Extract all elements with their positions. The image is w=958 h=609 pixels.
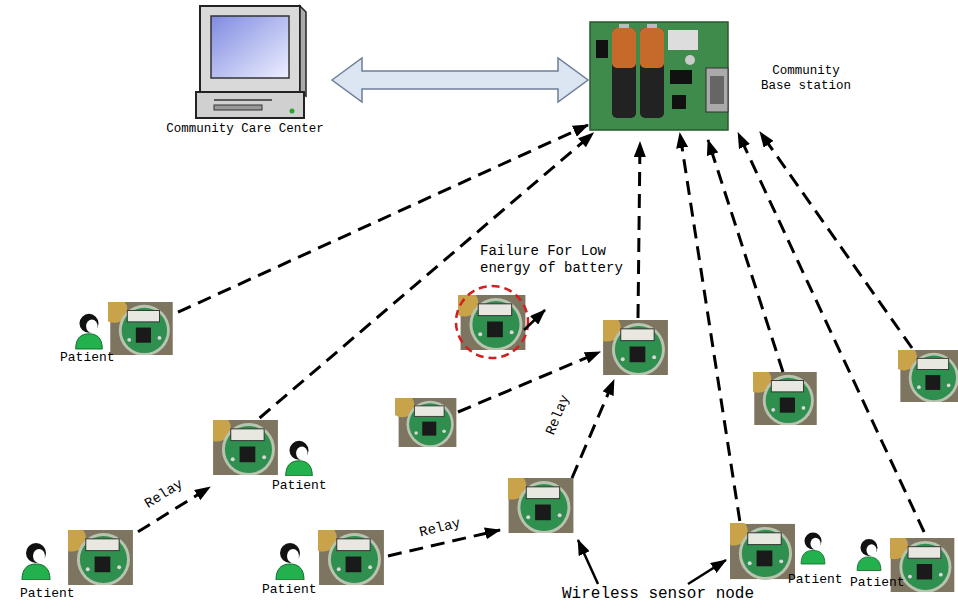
battery-top xyxy=(640,28,664,68)
sensor-node xyxy=(58,524,133,586)
node-text: Patient xyxy=(60,350,115,366)
patient-figure xyxy=(276,543,304,580)
sensor-node xyxy=(101,296,173,356)
patient-node: Patient xyxy=(210,418,334,496)
sensor-node xyxy=(593,314,668,376)
sensor-node xyxy=(745,366,817,426)
sensor-node xyxy=(720,518,795,580)
patient-figure xyxy=(76,314,103,349)
leader-lines xyxy=(524,310,726,584)
power-light xyxy=(290,109,295,114)
patient-node: Patient xyxy=(258,528,388,600)
data-link-arrow xyxy=(332,58,588,102)
drive-slot xyxy=(214,99,272,101)
sensor-node xyxy=(309,524,384,586)
node-text: Patient xyxy=(850,575,905,591)
battery xyxy=(640,28,664,118)
leader-line xyxy=(688,560,726,584)
chip xyxy=(596,40,608,58)
patient-figure xyxy=(286,441,313,476)
radio-links xyxy=(388,132,912,556)
sensor-node xyxy=(891,344,958,403)
relay-label: Relay xyxy=(141,475,189,514)
care-center-node: Community Care Center xyxy=(160,2,332,142)
failure-note: Failure For Low energy of battery xyxy=(480,243,630,277)
node-text: Patient xyxy=(262,582,317,598)
monitor xyxy=(200,6,300,92)
patient-node: Patient xyxy=(728,521,846,590)
node-text: Community Base station xyxy=(758,64,854,94)
patient-figure xyxy=(22,543,50,580)
sensor-node xyxy=(203,414,278,476)
patient-node: Patient xyxy=(58,300,178,368)
chip xyxy=(672,95,686,109)
failure-circle xyxy=(456,286,528,358)
computer-icon xyxy=(196,6,306,118)
radio-link xyxy=(458,352,600,412)
radio-link xyxy=(178,125,588,312)
node-text: Patient xyxy=(272,478,327,494)
radio-link xyxy=(638,142,640,318)
pcb xyxy=(590,22,728,130)
sensor-nodes xyxy=(58,289,958,593)
relay-link xyxy=(572,380,614,478)
sensor-node xyxy=(499,472,574,534)
relay-label: Relay xyxy=(542,391,575,440)
monitor-side xyxy=(300,6,306,96)
sensor-node xyxy=(390,393,457,448)
node-text: Patient xyxy=(20,586,75,602)
base-station-board xyxy=(590,22,728,130)
crystal xyxy=(685,55,695,65)
patient-figure xyxy=(857,539,881,570)
patient-node: Patient xyxy=(842,532,956,596)
board-label xyxy=(668,30,698,50)
patient-figures xyxy=(22,314,881,580)
leader-line xyxy=(578,540,598,584)
radio-link xyxy=(708,140,783,372)
computer-case xyxy=(196,92,304,118)
radio-link xyxy=(760,132,912,348)
node-text: Patient xyxy=(788,572,843,588)
battery xyxy=(612,28,636,118)
chip xyxy=(670,70,692,84)
component-label: Wireless sensor node xyxy=(562,586,754,604)
base-station-node: Community Base station xyxy=(588,18,858,133)
serial-connector xyxy=(706,68,728,112)
screen xyxy=(211,16,289,78)
patient-node: Patient xyxy=(12,528,138,604)
radio-link xyxy=(680,133,740,521)
connector-pins xyxy=(710,76,724,104)
relay-label: Relay xyxy=(416,514,465,541)
drive-bay xyxy=(214,105,262,110)
leader-line xyxy=(524,310,545,330)
node-text: Community Care Center xyxy=(160,122,330,137)
battery-top xyxy=(612,28,636,68)
radio-link xyxy=(738,133,924,532)
patient-figure xyxy=(801,533,825,564)
